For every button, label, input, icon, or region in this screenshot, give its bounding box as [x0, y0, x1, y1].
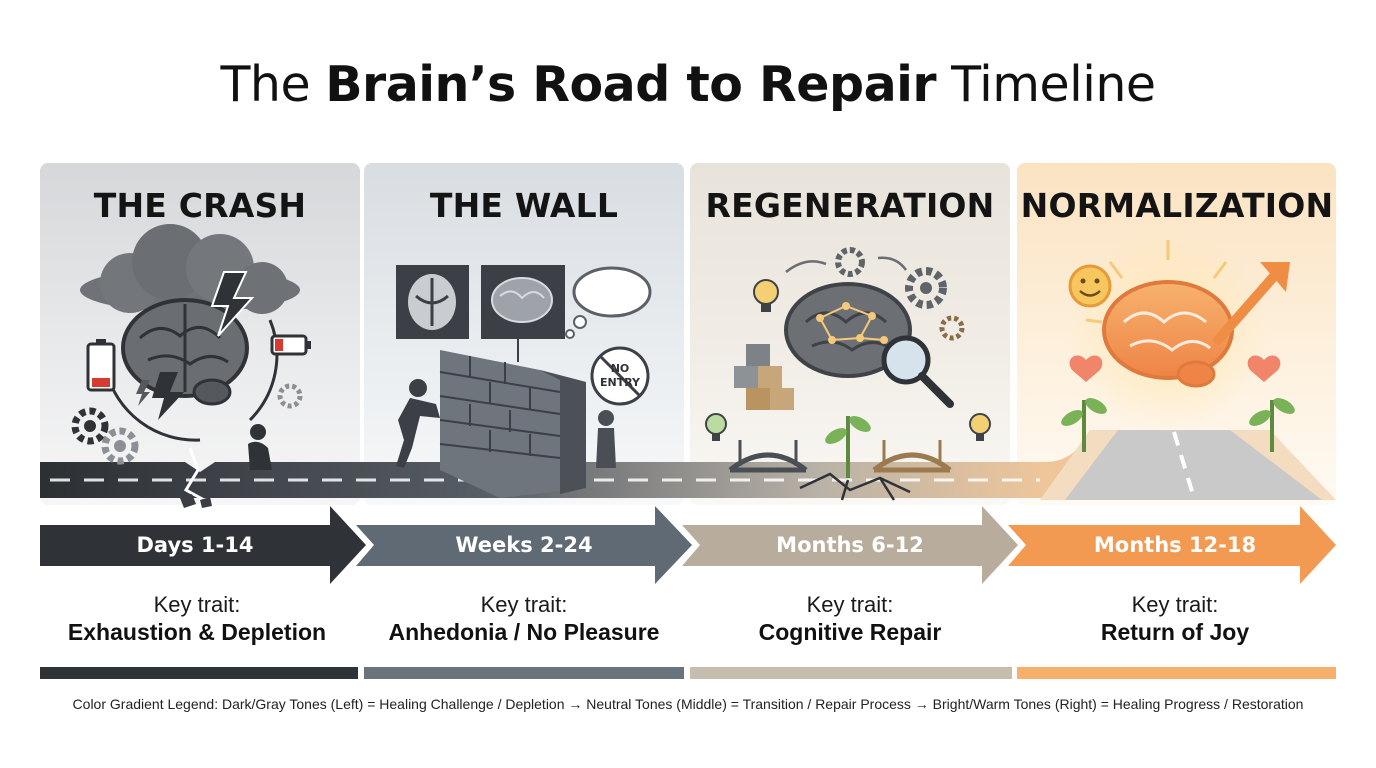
- gear-icon: [905, 267, 947, 309]
- bridge-icon: [872, 440, 952, 473]
- trait-label-regeneration: Key trait:: [806, 592, 894, 617]
- sitting-person-icon: [248, 424, 272, 470]
- arrow-months-late: [1008, 506, 1336, 584]
- sprout-icon: [1249, 398, 1295, 452]
- gear-icon: [835, 247, 865, 277]
- stage-title-regeneration: REGENERATION: [705, 186, 995, 225]
- brain-icon: [1102, 280, 1234, 388]
- trait-value-normalization: Return of Joy: [1100, 619, 1250, 645]
- brain-scan-icon: [396, 265, 469, 339]
- battery-icon: [270, 334, 311, 356]
- trait-value-crash: Exhaustion & Depletion: [67, 619, 327, 645]
- period-label-normalization: Months 12-18: [1093, 533, 1257, 557]
- sprout-icon: [1061, 398, 1107, 452]
- lightbulb-icon: [753, 279, 779, 312]
- page-title: The Brain’s Road to Repair Timeline: [0, 56, 1376, 113]
- lightning-icon: [210, 271, 255, 337]
- road: [40, 430, 1336, 510]
- brain-icon: [784, 282, 912, 378]
- period-label-wall: Weeks 2-24: [455, 533, 593, 557]
- gear-icon: [101, 427, 139, 465]
- thought-bubble-icon: [565, 266, 652, 339]
- sprout-icon: [825, 416, 871, 478]
- lightning-small-icon: [136, 380, 150, 406]
- arrow-weeks: [356, 506, 692, 584]
- up-arrow-icon: [1213, 262, 1290, 345]
- trait-value-wall: Anhedonia / No Pleasure: [388, 619, 660, 645]
- brain-icon: [121, 298, 249, 406]
- tired-person-icon: [596, 410, 616, 468]
- lightbulb-icon: [969, 413, 991, 441]
- bridge-icon: [728, 440, 808, 473]
- title-suffix: Timeline: [951, 56, 1156, 113]
- lightbulb-icon: [705, 413, 727, 441]
- no-entry-sign-line2: ENTRY: [600, 376, 641, 389]
- period-label-crash: Days 1-14: [136, 533, 254, 557]
- pushing-person-icon: [396, 379, 440, 468]
- trait-label-normalization: Key trait:: [1131, 592, 1219, 617]
- blocks-icon: [734, 344, 794, 410]
- trait-label-crash: Key trait:: [153, 592, 241, 617]
- color-bar-slate: [364, 667, 684, 679]
- smiley-icon: [1068, 264, 1112, 308]
- stage-title-crash: THE CRASH: [93, 186, 307, 225]
- gear-icon: [71, 407, 109, 445]
- heart-icon: [1069, 355, 1103, 382]
- lightning-icon: [152, 372, 184, 420]
- sun-rays-icon: [1085, 240, 1228, 324]
- heart-icon: [1247, 355, 1281, 382]
- color-bar-warm: [1017, 667, 1336, 679]
- trait-value-regeneration: Cognitive Repair: [758, 619, 942, 645]
- magnifier-icon: [881, 335, 954, 408]
- brain-scan-icon: [481, 265, 565, 339]
- color-legend: Color Gradient Legend: Dark/Gray Tones (…: [72, 696, 1304, 712]
- no-entry-sign-line1: NO: [611, 362, 630, 375]
- battery-icon: [86, 339, 116, 392]
- arrow-days: [40, 506, 366, 584]
- no-entry-sign-icon: [590, 346, 650, 406]
- title-bold: Brain’s Road to Repair: [325, 56, 937, 113]
- gear-icon: [277, 383, 303, 409]
- color-bar-neutral: [690, 667, 1012, 679]
- color-bar-dark: [40, 667, 358, 679]
- stage-title-wall: THE WALL: [429, 186, 619, 225]
- trait-label-wall: Key trait:: [480, 592, 568, 617]
- stage-title-normalization: NORMALIZATION: [1020, 186, 1334, 225]
- arrow-months-early: [682, 506, 1018, 584]
- title-prefix: The: [220, 56, 311, 113]
- period-label-regeneration: Months 6-12: [776, 533, 924, 557]
- timeline-arrows: [40, 506, 1336, 584]
- brick-wall-icon: [439, 350, 586, 498]
- gear-icon: [939, 315, 965, 341]
